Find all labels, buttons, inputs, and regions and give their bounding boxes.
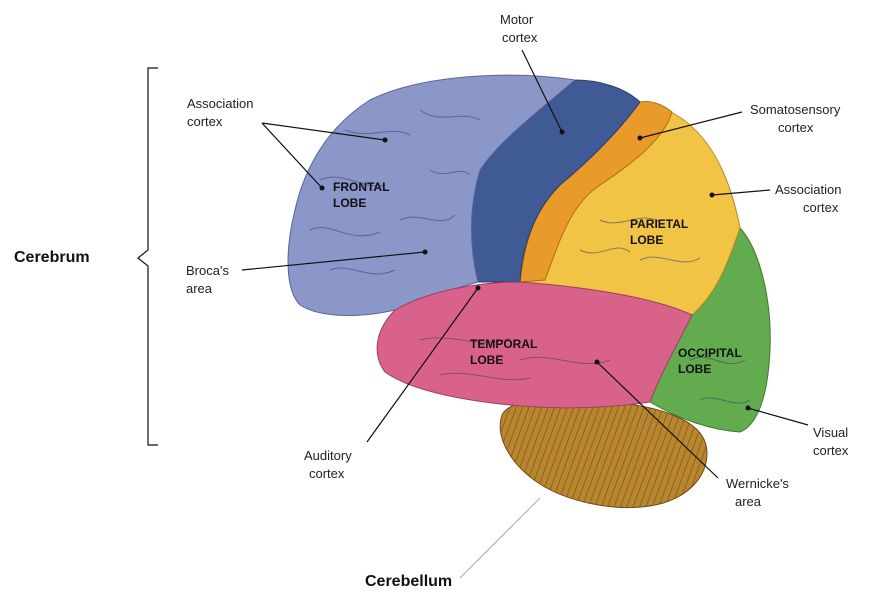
temporal-lobe-label-1: TEMPORAL	[470, 337, 537, 351]
assoc-left-label-1: Association	[187, 96, 253, 111]
occipital-lobe-label-2: LOBE	[678, 362, 711, 376]
parietal-lobe-label-1: PARIETAL	[630, 217, 688, 231]
cerebellum-label: Cerebellum	[365, 573, 452, 590]
motor-cortex-label-2: cortex	[502, 30, 538, 45]
leader-dots	[319, 129, 751, 411]
broca-label-2: area	[186, 281, 213, 296]
occipital-lobe-label-1: OCCIPITAL	[678, 346, 742, 360]
auditory-label-2: cortex	[309, 466, 345, 481]
assoc-left-label-2: cortex	[187, 114, 223, 129]
temporal-lobe-label-2: LOBE	[470, 353, 503, 367]
wernicke-label-1: Wernicke's	[726, 476, 789, 491]
sulci-lines	[309, 109, 751, 404]
visual-label-1: Visual	[813, 425, 848, 440]
temporal-region	[376, 281, 693, 409]
cerebrum-label: Cerebrum	[14, 249, 90, 266]
visual-label-2: cortex	[813, 443, 849, 458]
somatosensory-label-2: cortex	[778, 120, 814, 135]
assoc-right-label-1: Association	[775, 182, 841, 197]
motor-cortex-label-1: Motor	[500, 12, 534, 27]
frontal-region	[287, 74, 577, 316]
somatosensory-label-1: Somatosensory	[750, 102, 841, 117]
leader-lines	[241, 49, 809, 579]
cerebrum-bracket	[137, 67, 158, 446]
frontal-lobe-label-2: LOBE	[333, 196, 366, 210]
wernicke-label-2: area	[735, 494, 762, 509]
broca-label-1: Broca's	[186, 263, 229, 278]
assoc-right-label-2: cortex	[803, 200, 839, 215]
auditory-label-1: Auditory	[304, 448, 352, 463]
parietal-lobe-label-2: LOBE	[630, 233, 663, 247]
frontal-lobe-label-1: FRONTAL	[333, 180, 389, 194]
